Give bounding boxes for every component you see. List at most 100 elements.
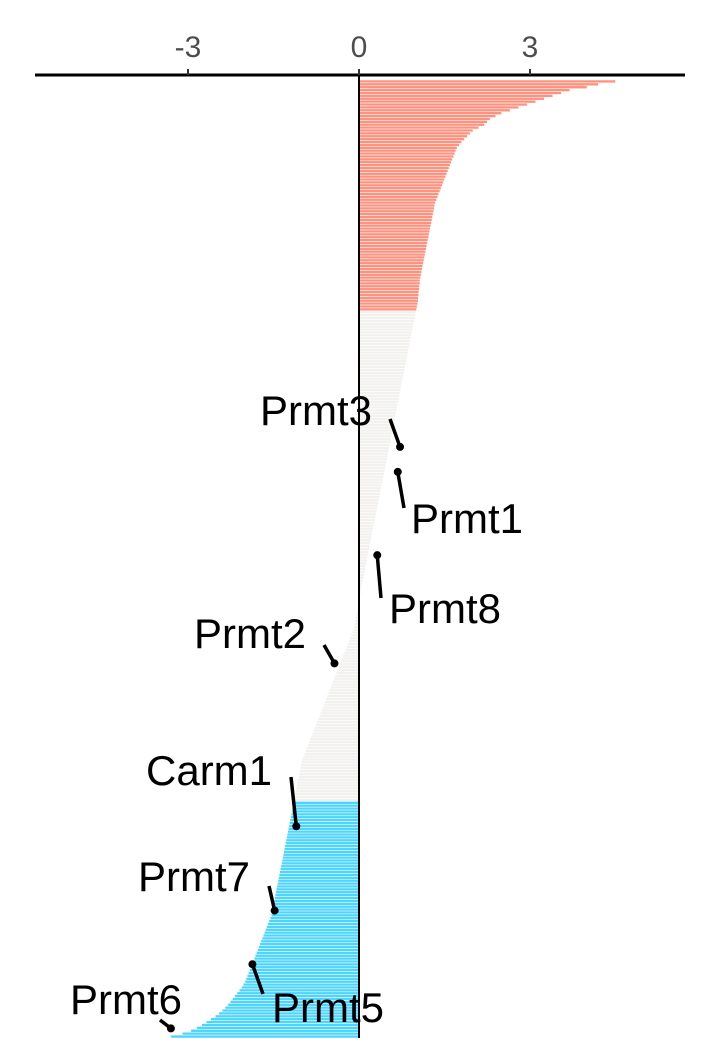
bar [358,454,388,459]
bar [358,258,425,263]
bar [275,890,360,894]
bar [358,247,427,251]
bar [358,518,376,522]
bar [358,114,497,118]
bar [319,711,360,716]
bar [278,876,360,880]
annotation-prmt8: Prmt8 [373,551,501,632]
bar [326,694,360,698]
bar [358,538,372,542]
bar [301,760,360,765]
bar [338,665,360,669]
annotation-label: Prmt5 [272,984,384,1031]
bar [358,183,443,188]
bar [348,639,360,643]
bar [358,564,367,568]
bar [358,299,419,303]
bar [308,740,360,744]
bar [358,480,383,485]
bar [345,648,360,652]
annotation-label: Prmt3 [260,387,372,434]
bar [358,527,374,531]
bar [266,925,360,929]
bar [278,873,360,877]
annotation-carm1: Carm1 [146,747,301,831]
bar [334,674,360,678]
bar [358,550,369,554]
bar [358,434,392,439]
bar [358,224,432,228]
bar [280,867,360,871]
bar [358,82,599,87]
bar [358,252,426,257]
bar [358,105,519,110]
bar [358,509,377,514]
bar [358,333,412,338]
bar [255,954,360,958]
bar [358,267,423,271]
bar [347,642,360,646]
bar [331,682,360,687]
bar [341,656,360,661]
bar [298,775,360,779]
bar [358,529,373,534]
bar [358,359,407,364]
bar [358,97,545,101]
bar [358,449,389,453]
bar [289,818,360,822]
bar [269,916,360,920]
bar [358,336,412,340]
bar [342,653,360,658]
bar [296,783,360,788]
bar [358,88,571,92]
annotation-leader-line [388,418,402,448]
bar [358,180,444,185]
bar [358,348,409,352]
bar [318,714,360,718]
bar [358,376,404,381]
annotation-prmt7: Prmt7 [138,853,279,915]
bar [358,327,413,332]
bar [358,368,405,372]
bar [358,451,389,456]
bar [286,835,360,840]
bar [358,293,420,297]
bar [358,330,413,335]
bar [323,703,360,707]
bar [358,249,426,254]
bar [264,930,360,935]
bar [358,244,428,248]
bar [299,769,360,773]
bar [358,218,433,222]
bar [358,457,388,462]
bar [358,226,431,231]
bar [339,662,360,667]
bar [270,913,360,918]
bar [262,933,360,938]
bar [358,235,429,239]
bar [290,812,360,817]
bar [312,731,360,736]
bar [296,786,360,791]
bar [358,498,380,502]
bar [358,160,452,164]
bar [282,853,360,857]
bar [358,460,387,465]
bar [284,847,360,851]
bar [248,971,360,975]
bar [358,275,421,280]
bar [358,151,456,156]
bar [358,503,379,508]
bar [337,668,360,672]
annotation-prmt3: Prmt3 [260,387,405,451]
bar [292,806,360,811]
bar [285,838,360,843]
bar [249,968,360,972]
bar [309,737,360,742]
bar [271,910,360,915]
bar [358,521,375,525]
bar [358,198,437,202]
bar [358,85,588,89]
